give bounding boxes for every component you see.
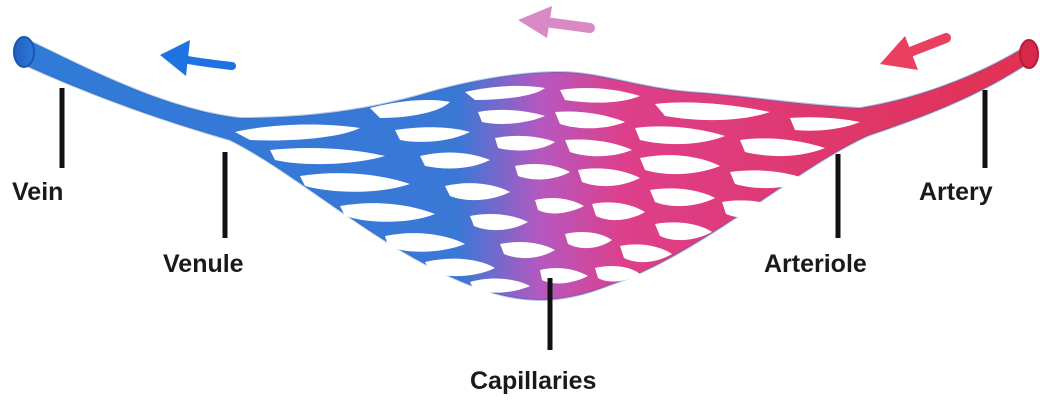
blue-flow-arrow	[160, 40, 232, 76]
arteriole-label: Arteriole	[764, 250, 867, 278]
capillaries-label: Capillaries	[470, 367, 596, 395]
pink-flow-arrow	[518, 6, 590, 38]
artery-label: Artery	[919, 178, 993, 206]
vein-label: Vein	[12, 178, 63, 206]
venule-label: Venule	[163, 250, 244, 278]
red-flow-arrow	[880, 36, 946, 70]
artery-opening	[1020, 40, 1038, 68]
vein-opening	[14, 37, 34, 67]
